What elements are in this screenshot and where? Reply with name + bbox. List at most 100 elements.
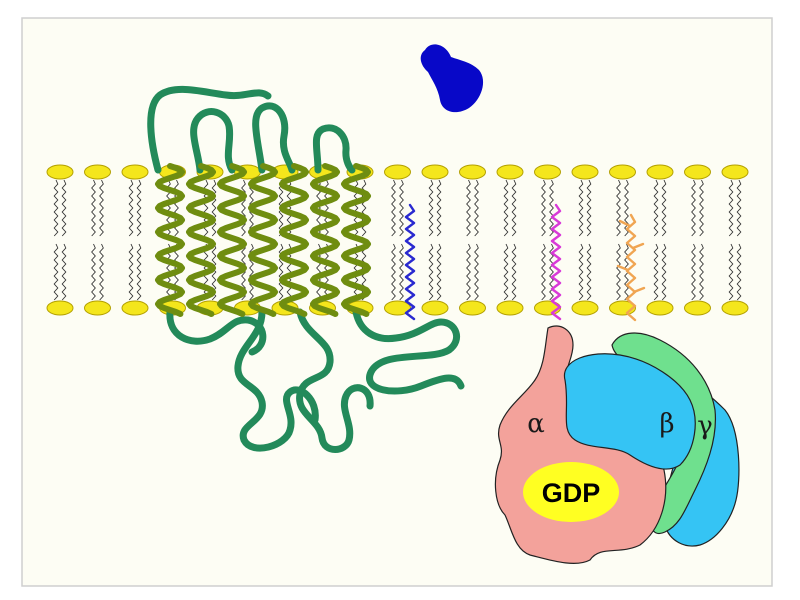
transmembrane-helix [341, 163, 371, 317]
lipid-tail [653, 243, 659, 301]
lipid-tail [91, 179, 96, 237]
gdp-label: GDP [542, 478, 601, 508]
lipid-tail [541, 179, 546, 237]
lipid-tail [53, 243, 59, 301]
intracellular-loop-2 [234, 308, 319, 452]
lipid-head-outer [384, 164, 411, 180]
lipid-tail [399, 179, 404, 237]
lipid-tail [616, 179, 621, 237]
lipid-tail [128, 179, 134, 237]
lipid-head-outer [121, 164, 149, 180]
alpha-lipid-anchor [550, 203, 562, 321]
lipid-tail [361, 179, 367, 237]
lipid-head-inner [421, 300, 449, 316]
lipid-tail [699, 243, 704, 301]
lipid-tail [128, 243, 134, 301]
extracellular-loop-1 [190, 108, 236, 174]
lipid-bilayer [46, 164, 749, 316]
lipid-tail [466, 179, 471, 237]
lipid-tail [61, 243, 67, 301]
lipid [459, 164, 486, 316]
lipid-head-inner [646, 300, 674, 316]
lipid-tail [428, 243, 434, 301]
transmembrane-helices [155, 163, 371, 317]
lipid-tail [241, 179, 246, 237]
receptor-n-terminus [147, 85, 272, 174]
alpha-label: α [527, 409, 545, 439]
gamma-anchor-chain [625, 213, 637, 322]
lipid-tail [728, 179, 734, 237]
lipid-tail [466, 243, 471, 301]
lipid-tail [399, 243, 404, 301]
lipid-head-outer [496, 164, 524, 180]
lipid-tail [391, 179, 396, 237]
extracellular-loop-2 [252, 102, 296, 174]
lipid [384, 164, 411, 316]
ligand-molecule [420, 44, 484, 113]
transmembrane-helix [217, 163, 247, 317]
gamma-lipid-anchor [616, 213, 646, 322]
lipid-tail [99, 243, 104, 301]
lipid-head-inner [46, 300, 74, 316]
lipid-head-inner [459, 300, 486, 316]
transmembrane-helix [155, 163, 185, 317]
lipid-head-inner [496, 300, 524, 316]
lipid [571, 164, 599, 316]
lipid-tail [91, 243, 96, 301]
receptor-c-terminus [352, 308, 465, 395]
beta-subunit [563, 353, 696, 470]
beta-label: β [659, 409, 674, 439]
lipid-head-inner [571, 300, 599, 316]
lipid-head-inner [721, 300, 749, 316]
lipid-tail [624, 179, 629, 237]
intracellular-loop-1 [166, 308, 267, 356]
lipid-tail [99, 179, 104, 237]
transmembrane-helix [279, 163, 309, 317]
lipid-tail [436, 179, 442, 237]
lipid-tail [549, 179, 554, 237]
lipid-head-outer [684, 164, 711, 180]
lipid-tail [136, 179, 142, 237]
lipid-tail [511, 243, 517, 301]
intracellular-loop-3 [296, 308, 374, 453]
transmembrane-helix [186, 163, 216, 317]
lipid-head-inner [684, 300, 711, 316]
gdp-molecule [523, 462, 619, 522]
lipid-head-outer [46, 164, 74, 180]
lipid-tail [61, 179, 67, 237]
lipid [684, 164, 711, 316]
lipid-tail [428, 179, 434, 237]
lipid-tail [53, 179, 59, 237]
lipid [421, 164, 449, 316]
gamma-anchor-branches [616, 219, 646, 294]
gamma-label: γ [697, 411, 713, 441]
lipid-head-outer [646, 164, 674, 180]
lipid [721, 164, 749, 316]
receptor-extracellular-loops [147, 85, 356, 174]
lipid-tail [691, 179, 696, 237]
lipid-tail [736, 243, 742, 301]
lipid-head-outer [721, 164, 749, 180]
lipid [496, 164, 524, 316]
lipid [46, 164, 74, 316]
receptor-lipid-anchor [404, 203, 416, 321]
lipid-tail [474, 179, 479, 237]
lipid-head-outer [421, 164, 449, 180]
lipid-tail [578, 243, 584, 301]
lipid-tail [541, 243, 546, 301]
g-protein: GDP α β γ [494, 325, 740, 564]
lipid-head-outer [84, 164, 111, 180]
lipid-tail [661, 179, 667, 237]
lipid-tail [586, 179, 592, 237]
lipid-tail [691, 243, 696, 301]
lipid [84, 164, 111, 316]
lipid-tail [586, 243, 592, 301]
lipid [121, 164, 149, 316]
lipid-tail [391, 243, 396, 301]
lipid-tail [436, 243, 442, 301]
lipid-tail [736, 179, 742, 237]
lipid [646, 164, 674, 316]
lipid-head-inner [384, 300, 411, 316]
lipid-tail [661, 243, 667, 301]
extracellular-loop-3 [312, 124, 356, 174]
